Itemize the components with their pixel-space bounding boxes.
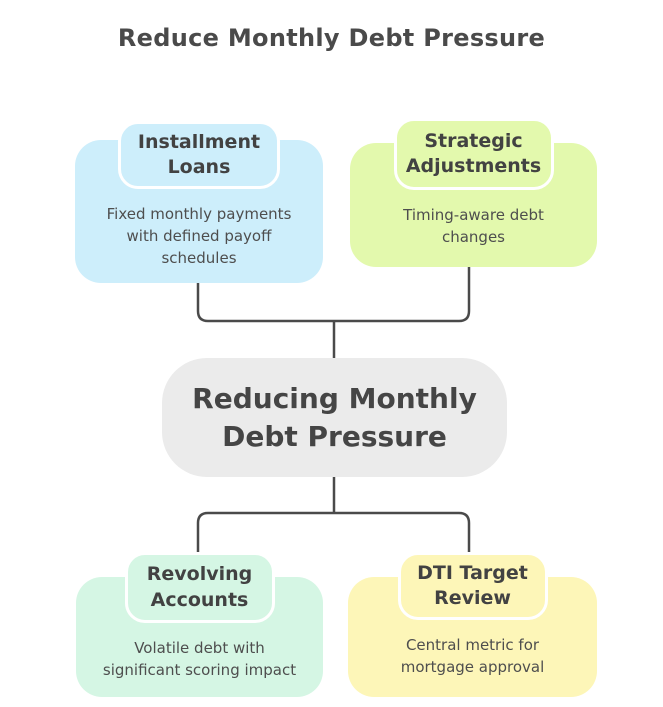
node-description: Timing-aware debt changes [403, 206, 544, 246]
node-title: Revolving Accounts [146, 563, 253, 611]
node-dti-target-review: DTI Target Review Central metric for mor… [348, 552, 597, 697]
node-title-tab: Installment Loans [118, 121, 280, 190]
node-title: Installment Loans [137, 131, 261, 179]
node-title: DTI Target Review [417, 562, 528, 610]
connector-bottom-bracket [196, 511, 471, 556]
central-topic-label: Reducing Monthly Debt Pressure [192, 381, 477, 453]
node-description: Central metric for mortgage approval [400, 636, 545, 676]
diagram-title: Reduce Monthly Debt Pressure [117, 24, 546, 52]
node-title: Strategic Adjustments [405, 129, 542, 177]
node-description: Volatile debt with significant scoring i… [102, 639, 297, 679]
node-description: Fixed monthly payments with defined payo… [106, 205, 292, 267]
node-title-tab: Strategic Adjustments [393, 118, 554, 190]
node-title-tab: DTI Target Review [397, 552, 548, 621]
node-central-topic: Reducing Monthly Debt Pressure [162, 358, 507, 477]
node-installment-loans: Installment Loans Fixed monthly payments… [75, 121, 323, 283]
node-strategic-adjustments: Strategic Adjustments Timing-aware debt … [350, 118, 597, 267]
node-title-tab: Revolving Accounts [124, 552, 275, 623]
node-revolving-accounts: Revolving Accounts Volatile debt with si… [76, 552, 323, 697]
